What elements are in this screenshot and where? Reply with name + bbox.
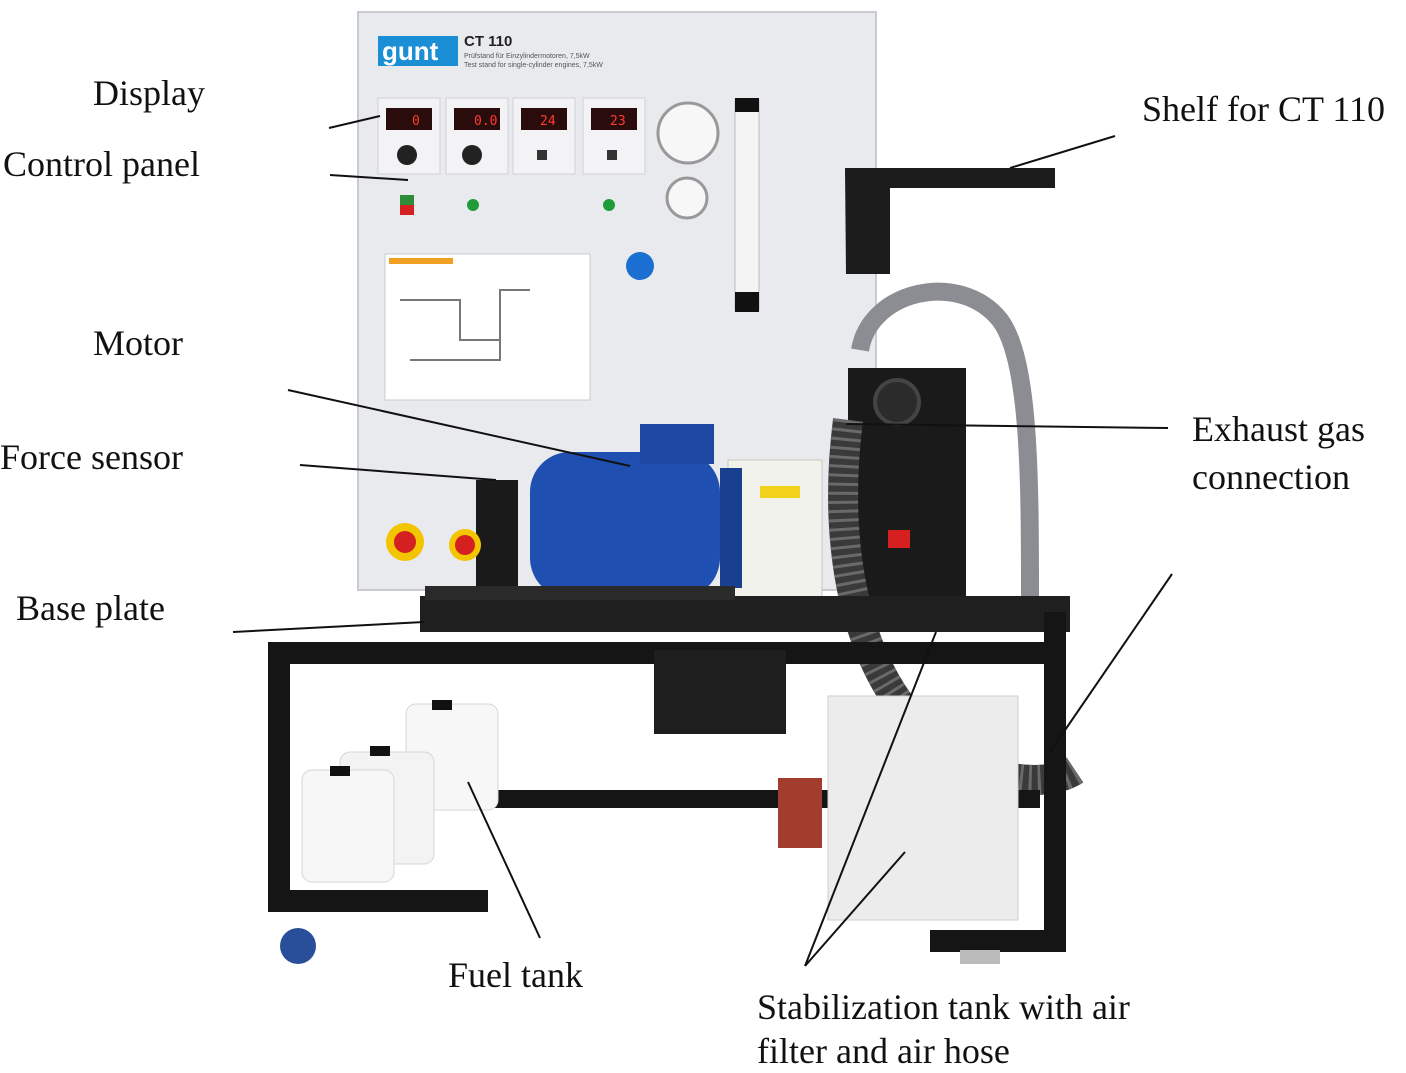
label-base-plate: Base plate (16, 588, 165, 628)
display-row: 0 0.0 24 23 (377, 97, 646, 175)
subtitle-en: Test stand for single-cylinder engines, … (464, 62, 603, 69)
label-shelf: Shelf for CT 110 (1142, 89, 1385, 129)
model-text: CT 110 (464, 33, 512, 50)
label-display: Display (93, 73, 205, 113)
label-control-panel: Control panel (3, 144, 200, 184)
label-motor: Motor (93, 323, 183, 363)
safety-sign (626, 252, 654, 280)
label-exhaust-2: connection (1192, 457, 1350, 497)
fuel-canister-3 (301, 769, 395, 883)
label-fuel-tank: Fuel tank (448, 955, 583, 995)
label-exhaust-1: Exhaust gas (1192, 409, 1365, 449)
schematic-poster (384, 253, 591, 401)
label-stabilization-1: Stabilization tank with air (757, 987, 1130, 1027)
flowmeter (734, 99, 760, 311)
pressure-gauge-2 (665, 176, 709, 220)
leader-lines (232, 115, 1173, 967)
caster-wheel (280, 928, 316, 964)
label-force-sensor: Force sensor (0, 437, 183, 477)
base-plate (420, 596, 1070, 632)
air-filter (778, 778, 822, 848)
flywheel-housing (654, 650, 786, 734)
brand-text: gunt (382, 36, 439, 66)
electric-motor (530, 452, 720, 598)
exhaust-hose (851, 282, 1039, 601)
shelf (845, 168, 1055, 274)
label-stabilization-2: filter and air hose (757, 1031, 1010, 1071)
brand-logo (378, 36, 458, 66)
pressure-gauge-1 (656, 101, 720, 165)
stabilization-tank (827, 695, 1019, 921)
display-value-3: 24 (540, 114, 556, 129)
subtitle-de: Prüfstand für Einzylindermotoren, 7,5kW (464, 53, 590, 60)
display-value-2: 0.0 (474, 114, 497, 129)
display-value-1: 0 (412, 114, 420, 129)
display-value-4: 23 (610, 114, 626, 129)
